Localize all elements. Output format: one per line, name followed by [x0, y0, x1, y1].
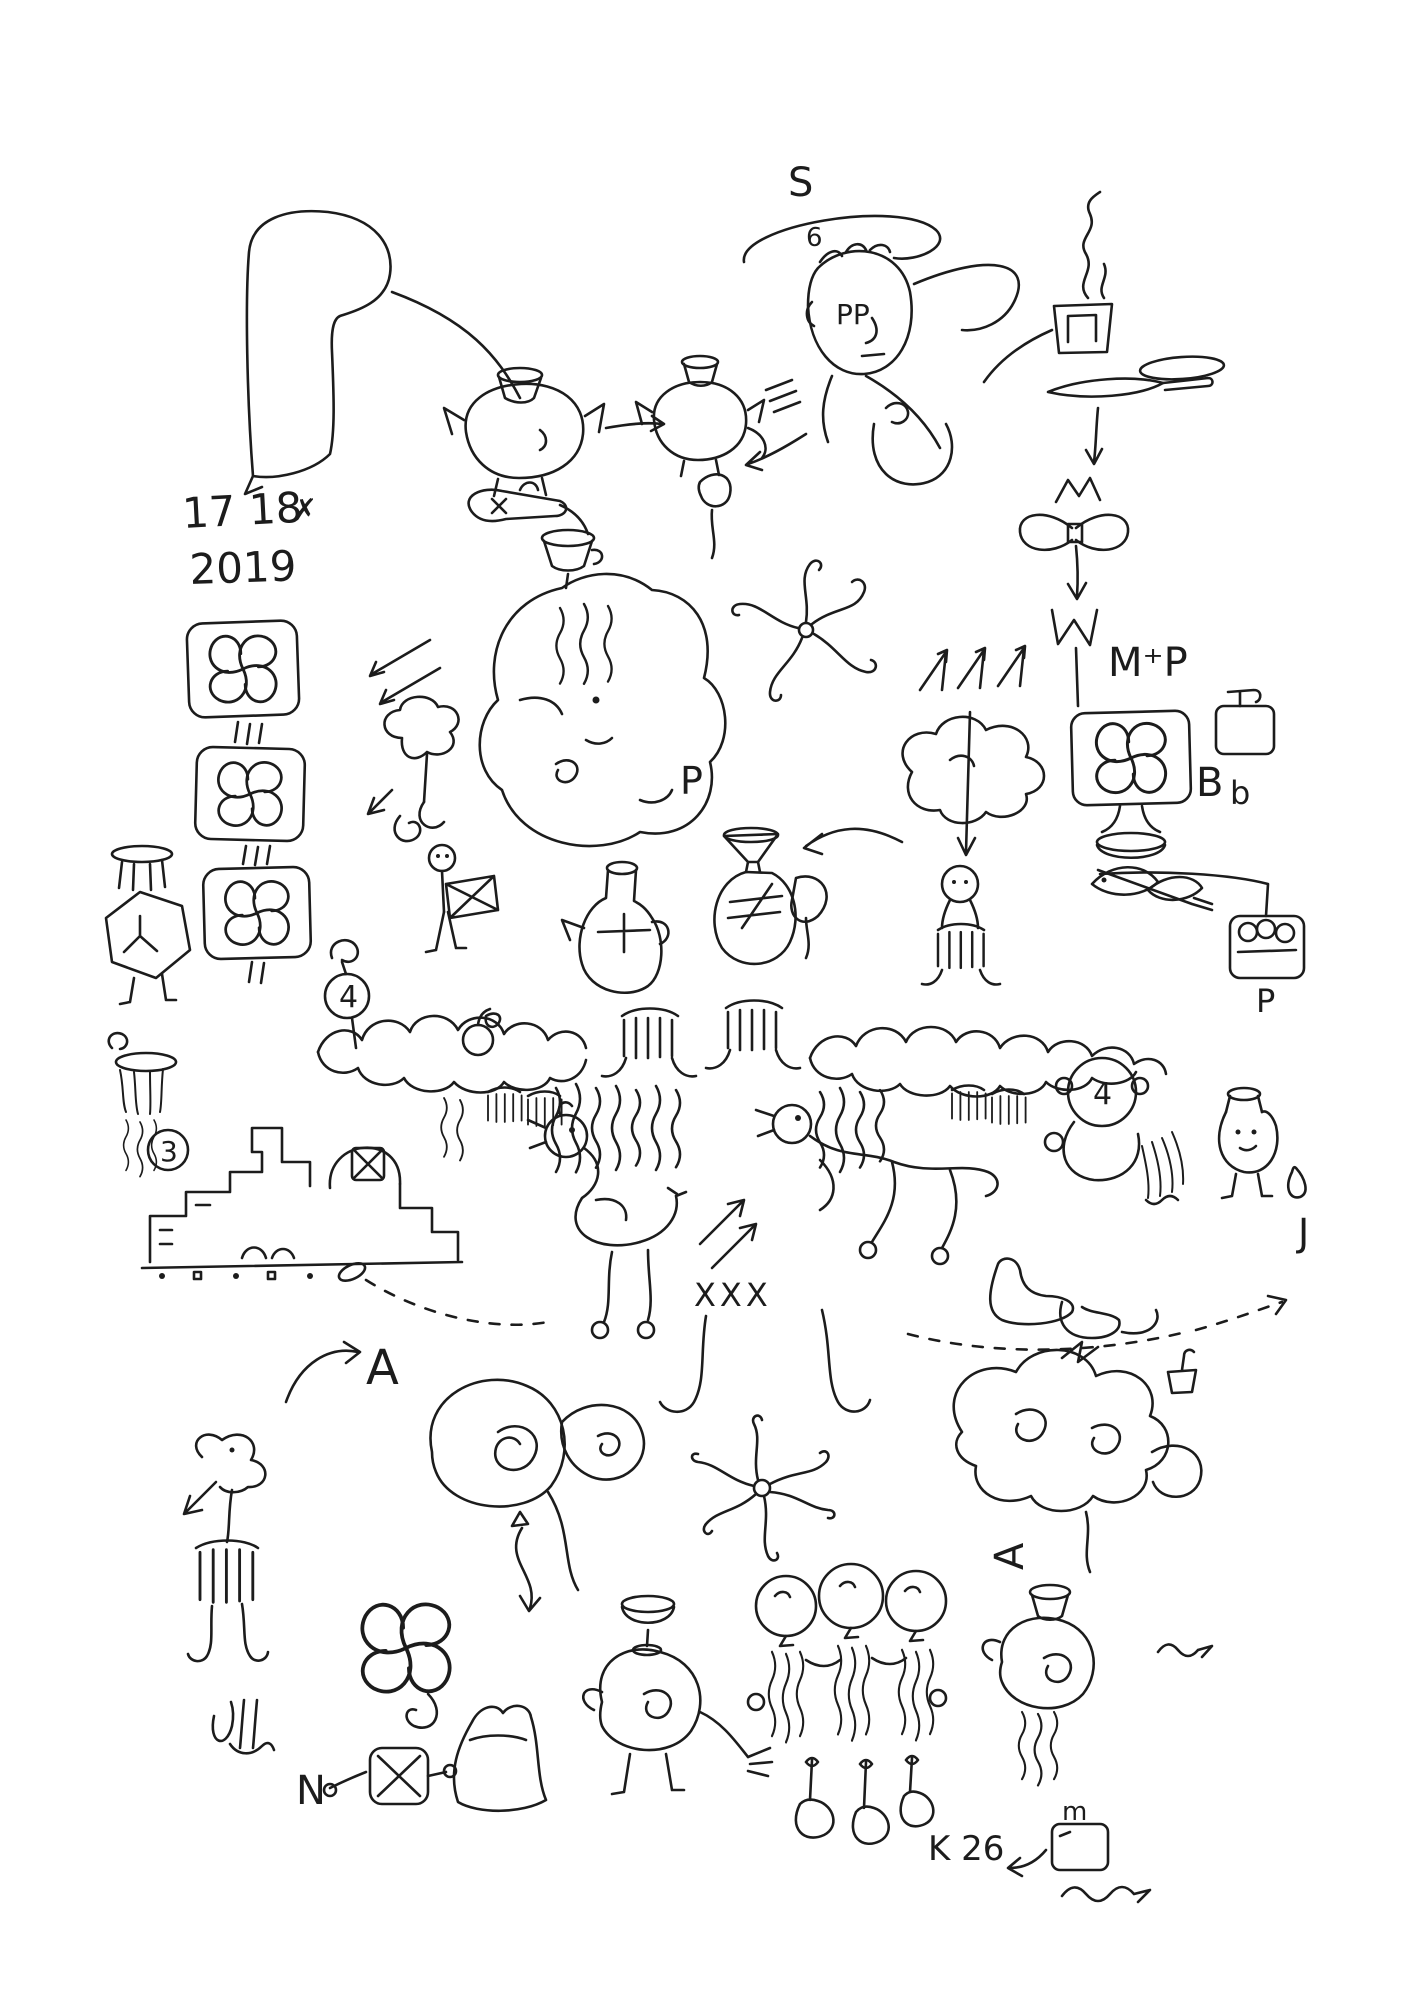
signature-arrow [1006, 1848, 1048, 1878]
scribble-ull [211, 1698, 276, 1755]
cityscape [140, 1126, 464, 1281]
corner-arrows [368, 638, 442, 706]
m-box: m [1050, 1797, 1110, 1872]
five-arm-swirl [731, 559, 878, 702]
bow-shape [1018, 476, 1130, 708]
cloud-flower-right [952, 1348, 1203, 1574]
signature: K 26 [928, 1829, 1004, 1869]
fish-and-knife [1090, 865, 1214, 912]
standing-bird [182, 1433, 270, 1663]
reclining-bird-left [526, 1101, 688, 1340]
letter-b-lower: b [1230, 774, 1250, 812]
boots [988, 1257, 1159, 1364]
digit-3: 3 [160, 1135, 178, 1168]
letter-s: S [788, 160, 813, 206]
letter-p-right: P [1256, 982, 1275, 1020]
pinwheel-box-right [1069, 709, 1193, 860]
figure-digit-4: 4 [1093, 1077, 1112, 1112]
letter-n: N [296, 1768, 326, 1814]
cup-figure-right [981, 1583, 1096, 1787]
central-legs [658, 1308, 872, 1414]
antenna-creature [104, 844, 192, 1006]
six-arm-swirl [690, 1414, 836, 1562]
pot-creature-right [634, 354, 767, 560]
balloon-trio [746, 1562, 948, 1846]
date-inscription: 17 18 ✗ 2019 [181, 483, 317, 594]
letter-a-rotated: A [987, 1542, 1033, 1570]
circled-four: 4 [323, 939, 371, 1050]
zigzag-arrows [918, 644, 1027, 692]
letter-a: A [366, 1340, 399, 1396]
flag-figure [424, 843, 500, 954]
pinwheel-boxes-left [185, 619, 313, 985]
balloon-p-shape [243, 209, 522, 496]
letter-p-center: P [680, 759, 703, 803]
clover-plant [366, 695, 460, 843]
face-four: 4 [1043, 1056, 1185, 1206]
letter-j: J [1296, 1211, 1309, 1255]
face-figure: S 6 PP [742, 160, 1021, 486]
between-arrows [698, 1198, 758, 1270]
profile-face [467, 481, 727, 848]
crossed-box [322, 1746, 458, 1806]
date-line2: 2019 [189, 541, 298, 594]
pot-creature-left [442, 366, 666, 498]
bottom-pinwheel [360, 1602, 452, 1729]
digit-6: 6 [806, 223, 823, 253]
squiggle-fish-bottom [1060, 1885, 1152, 1904]
letter-a-arrow [284, 1340, 362, 1404]
date-mark: ✗ [292, 493, 317, 528]
squiggle-fish-mid [1156, 1643, 1214, 1659]
digit-4: 4 [339, 980, 358, 1015]
small-combs [486, 1084, 1027, 1127]
goblet-figure [582, 1594, 774, 1796]
jug-person-right [1217, 1086, 1307, 1200]
date-line1: 17 18 [181, 483, 304, 538]
flame-lines [440, 1082, 886, 1174]
reclining-bird-right [754, 1103, 999, 1266]
letters-pp: PP [836, 298, 870, 331]
cloud-tree [901, 710, 1046, 986]
letter-m-small: m [1062, 1797, 1087, 1827]
tap-box [1214, 688, 1276, 756]
jug-figures [560, 826, 904, 1078]
smoking-pot [982, 190, 1114, 384]
dagger [1046, 355, 1226, 466]
berry-box [1098, 871, 1306, 980]
boot-vase [452, 1704, 548, 1813]
cloud-garland [316, 1007, 1168, 1098]
dashed-path-right [906, 1294, 1288, 1351]
letter-b-upper: B [1196, 760, 1223, 806]
balloon-flower [429, 1378, 646, 1613]
dashed-path-left [337, 1262, 550, 1326]
circled-three: 3 [146, 1128, 190, 1172]
hoop-net [107, 1031, 178, 1178]
xxx-mark: XXX [694, 1276, 772, 1314]
letters-m-plus-p: M⁺P [1108, 640, 1188, 686]
